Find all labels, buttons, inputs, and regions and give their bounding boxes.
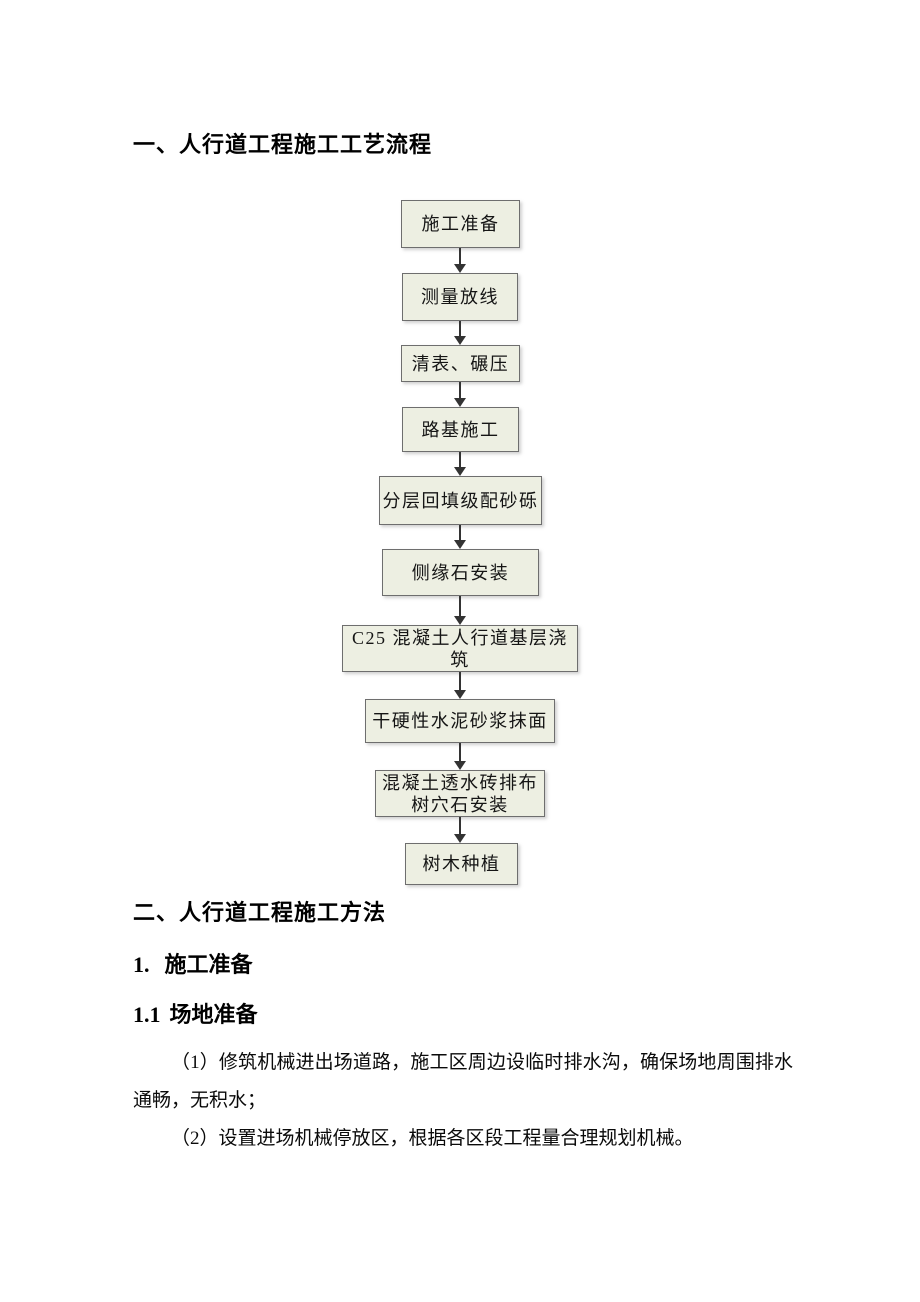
heading-number: 1. — [133, 952, 150, 977]
flow-arrow — [454, 672, 466, 699]
construction-flowchart: 施工准备 测量放线 清表、碾压 路基施工 分层回填级配砂砾 侧缘石安装 C25 … — [342, 200, 578, 885]
paragraph-2: （2）设置进场机械停放区，根据各区段工程量合理规划机械。 — [171, 1128, 694, 1149]
flow-step-survey-layout: 测量放线 — [402, 273, 518, 321]
flow-step-label: 测量放线 — [421, 287, 499, 307]
flow-step-label: 树木种植 — [422, 854, 501, 874]
flow-step-label: 混凝土透水砖排布 树穴石安装 — [382, 772, 538, 815]
flow-arrow — [454, 452, 466, 476]
flow-step-clearing-rolling: 清表、碾压 — [401, 345, 520, 382]
subsection-heading-1-1: 1.1 场地准备 — [133, 1002, 258, 1027]
flow-step-permeable-brick: 混凝土透水砖排布 树穴石安装 — [375, 770, 545, 817]
subsection-heading-1: 1. 施工准备 — [133, 952, 253, 977]
paragraph-1: （1）修筑机械进出场道路，施工区周边设临时排水沟，确保场地周围排水通畅，无积水； — [133, 1052, 793, 1111]
flow-arrow — [454, 596, 466, 625]
section-heading-method: 二、人行道工程施工方法 — [133, 900, 387, 925]
flow-step-mortar-surface: 干硬性水泥砂浆抹面 — [365, 699, 555, 743]
flow-step-c25-base-pour: C25 混凝土人行道基层浇筑 — [342, 625, 578, 672]
flow-step-layered-backfill: 分层回填级配砂砾 — [379, 476, 542, 525]
heading-label: 场地准备 — [169, 1002, 258, 1027]
flow-step-label: 侧缘石安装 — [411, 562, 510, 583]
flow-step-label: 施工准备 — [421, 214, 500, 234]
flow-arrow — [454, 525, 466, 549]
flow-step-construction-prep: 施工准备 — [401, 200, 520, 248]
flow-step-tree-planting: 树木种植 — [405, 843, 518, 885]
section-heading-process: 一、人行道工程施工工艺流程 — [133, 132, 433, 157]
body-paragraphs: （1）修筑机械进出场道路，施工区周边设临时排水沟，确保场地周围排水通畅，无积水；… — [133, 1044, 793, 1158]
flow-arrow — [454, 321, 466, 345]
flow-step-label: 路基施工 — [421, 419, 500, 440]
flow-arrow — [454, 817, 466, 843]
flow-arrow — [454, 382, 466, 407]
flow-step-label: 清表、碾压 — [411, 353, 510, 374]
heading-label: 施工准备 — [164, 952, 253, 977]
flow-arrow — [454, 248, 466, 273]
flow-step-label: 干硬性水泥砂浆抹面 — [372, 711, 548, 731]
flow-step-label: C25 混凝土人行道基层浇筑 — [351, 627, 568, 670]
flow-arrow — [454, 743, 466, 770]
flow-step-curb-install: 侧缘石安装 — [382, 549, 539, 596]
flow-step-label: 分层回填级配砂砾 — [382, 490, 539, 511]
flow-step-roadbed: 路基施工 — [402, 407, 519, 452]
heading-number: 1.1 — [133, 1002, 161, 1027]
